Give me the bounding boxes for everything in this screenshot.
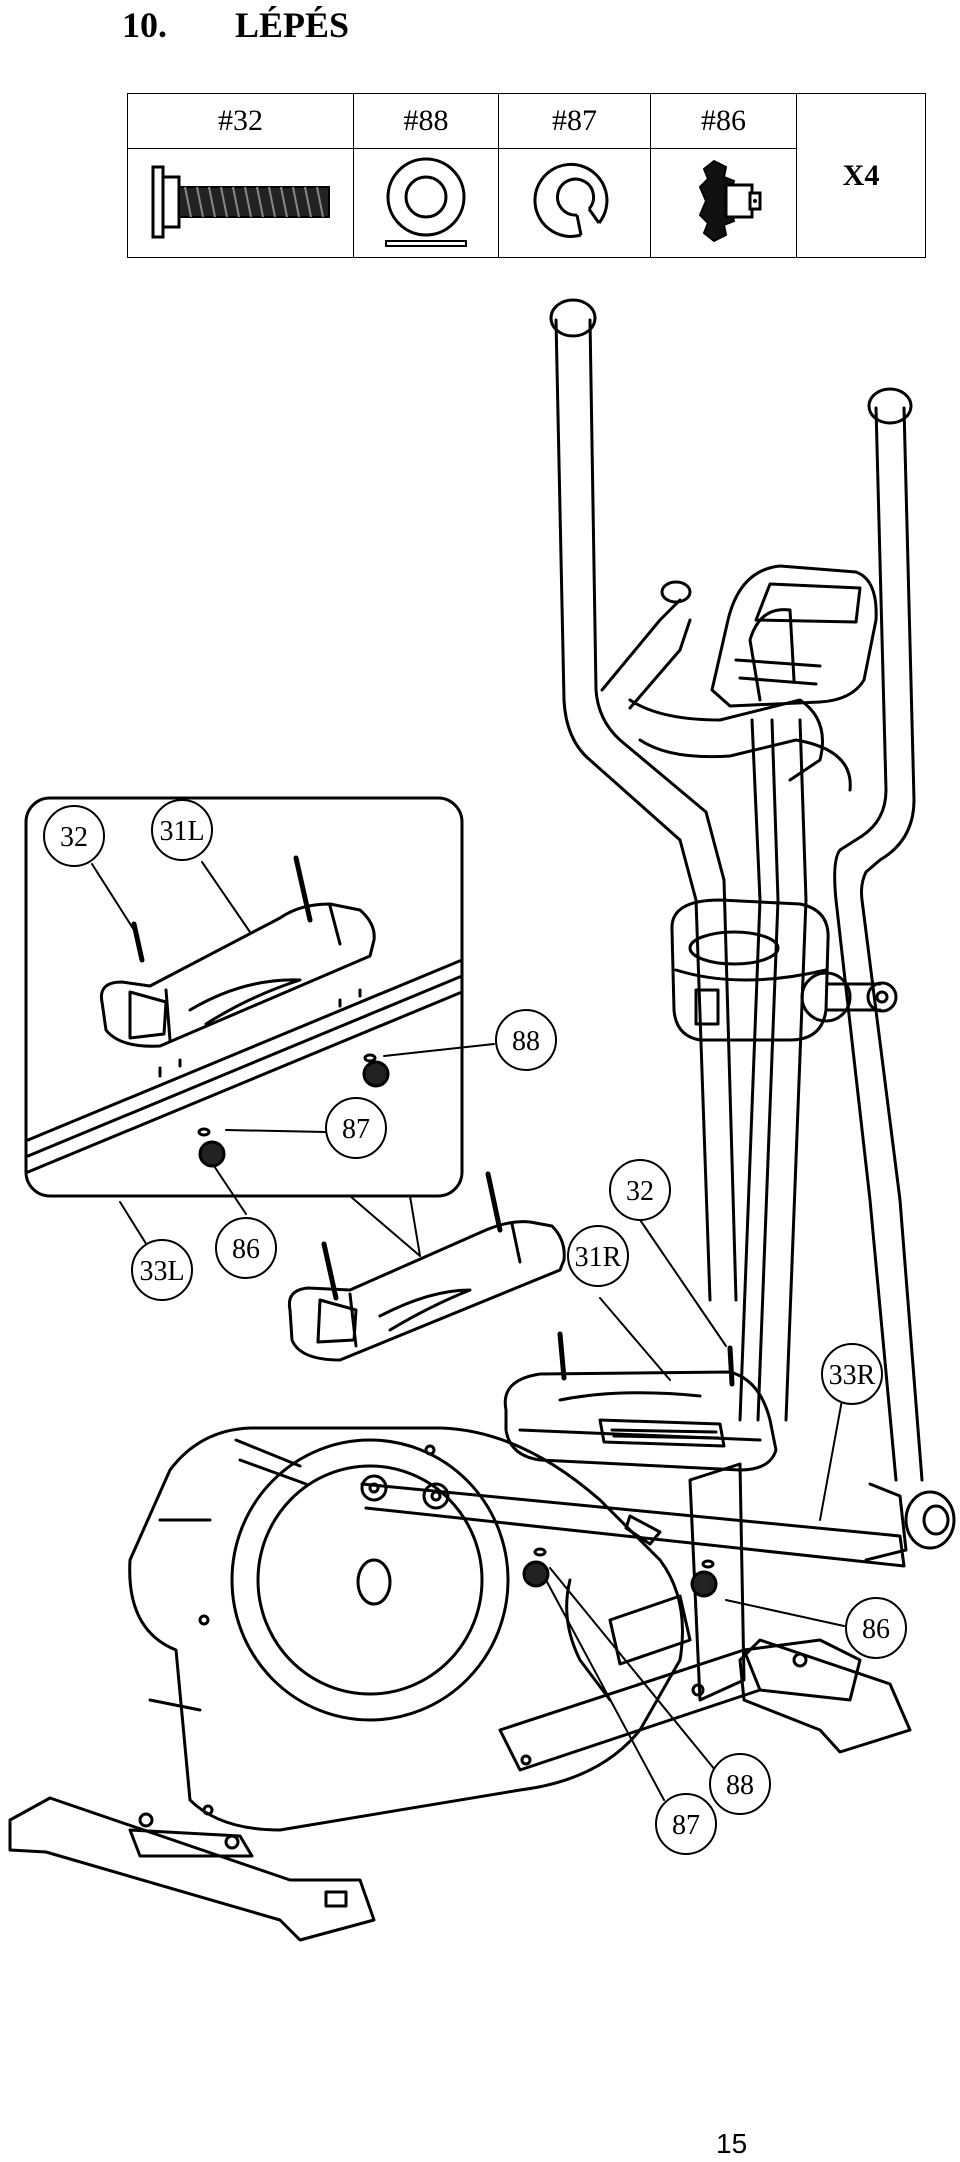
flat-washer-icon xyxy=(385,157,467,247)
left-handlebar xyxy=(549,298,738,1302)
fixed-handlebar xyxy=(600,580,852,792)
callout-31l-inset: 31L xyxy=(151,799,213,861)
main-column xyxy=(738,718,808,1422)
part-label-32: #32 xyxy=(127,93,354,149)
callout-88-main-label: 88 xyxy=(726,1770,754,1801)
bolt-icon xyxy=(151,165,330,238)
bolt-cell xyxy=(127,148,354,258)
callout-33r-label: 33R xyxy=(829,1360,876,1391)
nuts-and-washers xyxy=(158,988,718,1598)
step-heading: 10. LÉPÉS xyxy=(122,4,349,46)
callout-31r-label: 31R xyxy=(575,1242,622,1273)
callout-32-inset-label: 32 xyxy=(60,822,88,853)
callout-33l: 33L xyxy=(131,1239,193,1301)
page-number: 15 xyxy=(716,2128,748,2159)
spring-washer-icon xyxy=(533,162,608,238)
callout-88-main: 88 xyxy=(709,1753,771,1815)
front-stabilizer xyxy=(8,1796,376,1942)
inset-left-pedal xyxy=(99,902,376,1048)
right-pedal-arm xyxy=(360,1474,956,1568)
right-handlebar xyxy=(833,387,924,1482)
knob-nut-cell xyxy=(650,148,797,258)
step-title: LÉPÉS xyxy=(235,5,350,45)
knob-nut-icon xyxy=(698,159,761,242)
callout-86-main: 86 xyxy=(845,1597,907,1659)
rear-rail xyxy=(498,1638,862,1772)
left-pedal-separate xyxy=(287,1220,566,1362)
callout-31r: 31R xyxy=(567,1225,629,1287)
callout-32-inset: 32 xyxy=(43,805,105,867)
spring-washer-cell xyxy=(498,148,651,258)
left-pedal-arm xyxy=(26,958,464,1174)
bolts xyxy=(131,855,735,1387)
right-pedal xyxy=(503,1370,778,1472)
callout-87-inset-label: 87 xyxy=(342,1114,370,1145)
callout-31l-inset-label: 31L xyxy=(159,816,204,847)
callout-33r: 33R xyxy=(821,1343,883,1405)
console xyxy=(710,564,878,708)
pedal-bracket xyxy=(565,1462,746,1702)
callout-88-inset: 88 xyxy=(495,1009,557,1071)
flat-washer-cell xyxy=(353,148,499,258)
callout-32-main: 32 xyxy=(609,1159,671,1221)
callout-87-main: 87 xyxy=(655,1793,717,1855)
quantity-label: X4 xyxy=(796,93,926,258)
callout-33l-label: 33L xyxy=(139,1256,184,1287)
step-number: 10. xyxy=(122,5,167,45)
callout-88-inset-label: 88 xyxy=(512,1026,540,1057)
part-label-87: #87 xyxy=(498,93,651,149)
pivot-housing xyxy=(670,898,898,1042)
callout-86-inset-label: 86 xyxy=(232,1234,260,1265)
detail-inset-frame xyxy=(24,796,464,1198)
main-callouts: 32 31R 33R 86 88 87 xyxy=(567,1159,907,1855)
flywheel-housing xyxy=(128,1426,684,1832)
inset-callouts: 32 31L 88 87 86 33L xyxy=(43,799,557,1301)
callout-87-inset: 87 xyxy=(325,1097,387,1159)
callout-86-inset: 86 xyxy=(215,1217,277,1279)
rear-stabilizer xyxy=(738,1638,912,1754)
leader-lines xyxy=(91,861,845,1801)
callout-87-main-label: 87 xyxy=(672,1810,700,1841)
parts-table: #32 #88 #87 #86 X4 xyxy=(127,93,926,258)
callout-32-main-label: 32 xyxy=(626,1176,654,1207)
callout-86-main-label: 86 xyxy=(862,1614,890,1645)
